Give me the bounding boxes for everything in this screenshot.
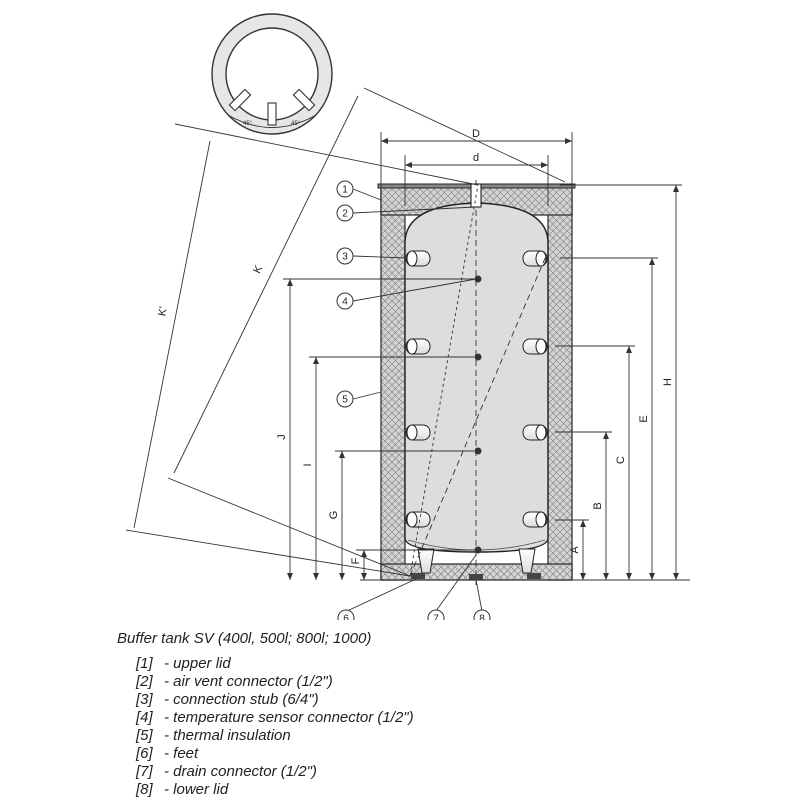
callout-1 (336, 180, 354, 198)
dimension-K-prime-label: K' (156, 306, 170, 318)
legend-number: [6] (136, 745, 153, 762)
caption: Buffer tank SV (400l, 500l; 800l; 1000) … (117, 630, 414, 799)
callout-6-label: 6 (343, 614, 349, 621)
dimension-F-label: F (350, 557, 362, 564)
legend-item: [3] - connection stub (6/4") (136, 691, 414, 709)
callout-circles (336, 180, 491, 620)
tank-body (404, 202, 549, 553)
top-view: 45° 45° (211, 13, 333, 135)
connection-stub (522, 338, 548, 355)
connection-stub (405, 511, 431, 528)
legend-text: - upper lid (164, 655, 231, 672)
top-view-angle-left-label: 45° (243, 121, 253, 127)
connection-stub (522, 250, 548, 267)
dimension-I-label: I (302, 463, 314, 466)
sensor-connector (474, 275, 482, 283)
dimension-C-label: C (615, 456, 627, 464)
callout-4 (336, 292, 354, 310)
legend-number: [5] (136, 727, 153, 744)
callout-2-label: 2 (342, 209, 348, 220)
legend-item: [8] - lower lid (136, 781, 414, 799)
legend-text: - air vent connector (1/2") (164, 673, 333, 690)
dimension-A-label: A (569, 546, 581, 554)
connection-stub (405, 424, 431, 441)
temperature-sensor-connectors (474, 275, 482, 554)
dimension-K-label: K (251, 263, 265, 275)
dimension-labels: D d H E C B A J I G F K K' (156, 128, 674, 564)
dimension-G-label: G (328, 511, 340, 520)
legend-list: [1] - upper lid [2] - air vent connector (… (117, 655, 414, 799)
dimension-K-line (173, 95, 359, 474)
connection-stub (405, 338, 431, 355)
callout-8 (473, 609, 491, 620)
sensor-connector (474, 447, 482, 455)
legend-text: - lower lid (164, 781, 229, 798)
callout-5-label: 5 (342, 395, 348, 406)
tank-drawing: 45° 45° (125, 13, 690, 621)
callout-numbers: 1 2 3 4 5 6 7 8 (342, 185, 485, 621)
dimension-E-label: E (638, 415, 650, 422)
tank-front-view (377, 180, 576, 585)
top-view-stub-left (228, 88, 252, 112)
callout-1-label: 1 (342, 185, 348, 196)
top-view-angle-right-label: 45° (291, 121, 301, 127)
callout-6 (337, 609, 355, 620)
dimension-arrowheads (287, 138, 679, 580)
callout-7-label: 7 (433, 614, 439, 621)
dimension-d-label: d (473, 152, 479, 164)
callout-3 (336, 247, 354, 265)
callout-8-label: 8 (479, 614, 485, 621)
connection-stub (522, 424, 548, 441)
legend-item: [5] - thermal insulation (136, 727, 414, 745)
legend-item: [1] - upper lid (136, 655, 414, 673)
dimension-lines (125, 87, 690, 581)
legend-text: - feet (164, 745, 199, 762)
dimension-J-label: J (276, 434, 288, 440)
top-view-stub-center (267, 102, 277, 126)
lower-lid (469, 574, 483, 580)
drain-connector (474, 546, 482, 554)
legend-number: [4] (136, 709, 153, 726)
callout-3-label: 3 (342, 252, 348, 263)
callout-2 (336, 204, 354, 222)
legend-item: [6] - feet (136, 745, 414, 763)
foot-left (417, 548, 435, 574)
connection-stub (405, 250, 431, 267)
top-view-stub-right (292, 88, 316, 112)
callout-4-label: 4 (342, 297, 348, 308)
legend-text: - thermal insulation (164, 727, 291, 744)
insulation-right (547, 186, 573, 581)
insulation-left (380, 186, 406, 581)
legend-item: [7] - drain connector (1/2") (136, 763, 414, 781)
diagonal-K (409, 255, 547, 577)
legend-number: [8] (136, 781, 153, 798)
legend-item: [2] - air vent connector (1/2") (136, 673, 414, 691)
legend-text: - drain connector (1/2") (164, 763, 317, 780)
legend-number: [2] (136, 673, 153, 690)
dimension-B-label: B (592, 502, 604, 509)
legend-number: [7] (136, 763, 153, 780)
dimension-K-prime-line (133, 140, 211, 529)
callouts (346, 188, 483, 612)
caption-title: Buffer tank SV (400l, 500l; 800l; 1000) (117, 630, 372, 647)
diagonal-K-prime (409, 184, 479, 577)
sensor-connector (474, 353, 482, 361)
callout-7 (427, 609, 445, 620)
dimension-D-label: D (472, 128, 480, 140)
legend-number: [1] (136, 655, 153, 672)
legend-number: [3] (136, 691, 153, 708)
legend-text: - temperature sensor connector (1/2") (164, 709, 414, 726)
legend-text: - connection stub (6/4") (164, 691, 319, 708)
feet (411, 548, 541, 580)
dimension-H-label: H (662, 378, 674, 386)
callout-5 (336, 390, 354, 408)
connection-stub (522, 511, 548, 528)
connection-stubs (405, 250, 548, 528)
legend-item: [4] - temperature sensor connector (1/2") (136, 709, 414, 727)
top-view-angle-arc (227, 114, 317, 128)
